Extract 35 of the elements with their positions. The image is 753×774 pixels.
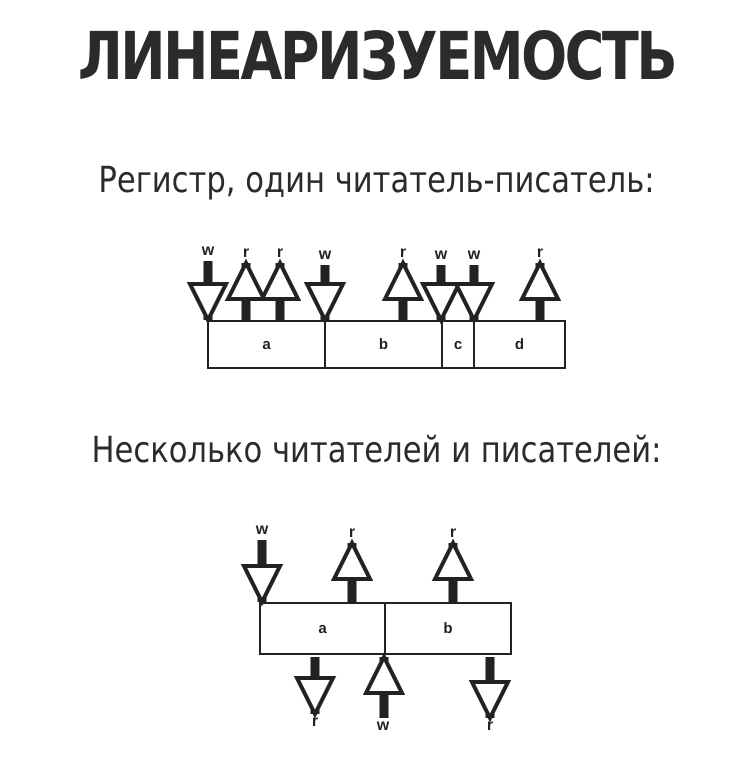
operation-label: w [376,718,390,734]
hollow-arrow [294,657,336,716]
register-interval: b [324,320,443,369]
hollow-arrow [364,654,404,718]
hollow-arrow [188,261,228,322]
operation-label: r [346,525,358,541]
operation-label: r [240,245,252,261]
operation-label: r [309,714,321,730]
operation-label: r [397,245,409,261]
hollow-arrow [520,260,560,320]
register-interval: c [441,320,475,369]
register-interval: a [207,320,326,369]
diagram-title: ЛИНЕАРИЗУЕМОСТЬ [76,18,676,95]
operation-label: w [467,247,481,263]
operation-label: w [255,522,269,538]
hollow-arrow [432,540,474,602]
hollow-arrow [260,260,300,320]
hollow-arrow [332,540,372,602]
register-interval: d [473,320,566,369]
operation-label: r [484,718,496,734]
operation-label: r [534,245,546,261]
hollow-arrow [242,540,282,604]
register-interval: a [259,602,386,655]
operation-label: r [274,245,286,261]
hollow-arrow [454,265,494,322]
operation-label: r [447,525,459,541]
hollow-arrow [470,657,510,720]
operation-label: w [201,243,215,259]
section-heading: Регистр, один читатель-писатель: [97,160,656,201]
operation-label: w [318,247,332,263]
register-interval: b [384,602,512,655]
section-heading: Несколько читателей и писателей: [90,430,662,471]
hollow-arrow [304,265,346,322]
hollow-arrow [382,260,424,320]
operation-label: w [434,247,448,263]
